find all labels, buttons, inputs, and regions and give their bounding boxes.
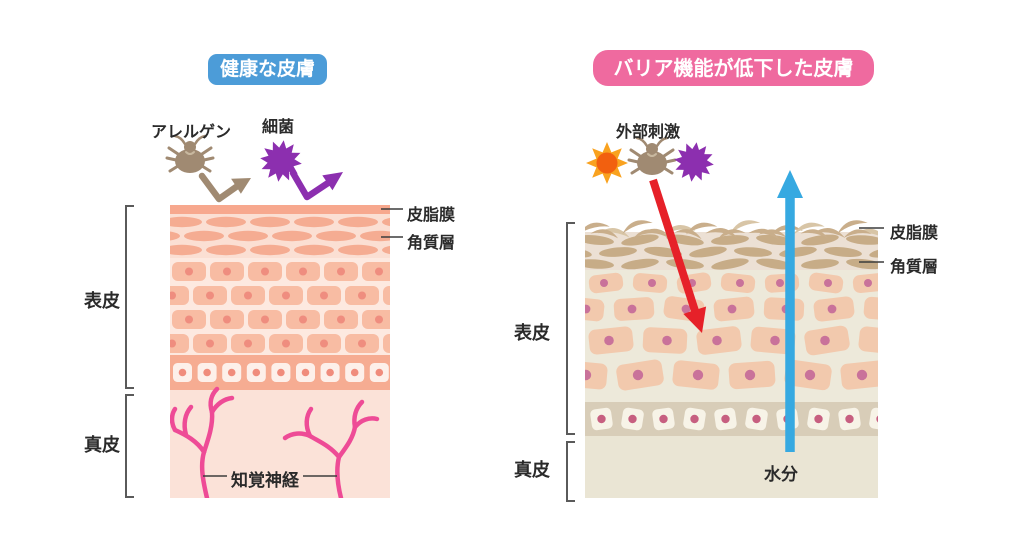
bacteria-icon-left <box>260 140 302 182</box>
healthy-skin-title: 健康な皮膚 <box>208 54 327 85</box>
sensory-nerve-label: 知覚神経 <box>231 471 299 491</box>
mite-icon-right <box>627 136 677 175</box>
damaged-skin-title: バリア機能が低下した皮膚 <box>593 50 874 86</box>
moisture-label: 水分 <box>764 465 798 485</box>
sun-icon <box>586 142 628 184</box>
bacteria-icon-right <box>674 142 714 182</box>
sebum-film-label-left: 皮脂膜 <box>407 205 456 224</box>
sebum-film-label-right: 皮脂膜 <box>890 223 939 242</box>
external-stimuli-label: 外部刺激 <box>616 122 681 141</box>
bacteria-label: 細菌 <box>262 117 295 136</box>
epidermis-bracket-right <box>566 222 575 435</box>
damaged-skin-illustration <box>585 220 878 498</box>
healthy-skin-illustration <box>170 205 390 498</box>
allergen-deflect-arrow <box>198 172 251 203</box>
allergen-label: アレルゲン <box>151 122 232 141</box>
dermis-label-left: 真皮 <box>84 435 120 456</box>
dermis-bracket-right <box>566 441 575 502</box>
stratum-corneum-label-right: 角質層 <box>890 257 939 276</box>
epidermis-label-right: 表皮 <box>514 323 550 344</box>
stratum-corneum-label-left: 角質層 <box>407 233 456 252</box>
bacteria-deflect-arrow <box>289 169 343 201</box>
epidermis-bracket-left <box>125 205 134 389</box>
dermis-label-right: 真皮 <box>514 460 550 481</box>
dermis-bracket-left <box>125 394 134 498</box>
epidermis-label-left: 表皮 <box>84 291 120 312</box>
